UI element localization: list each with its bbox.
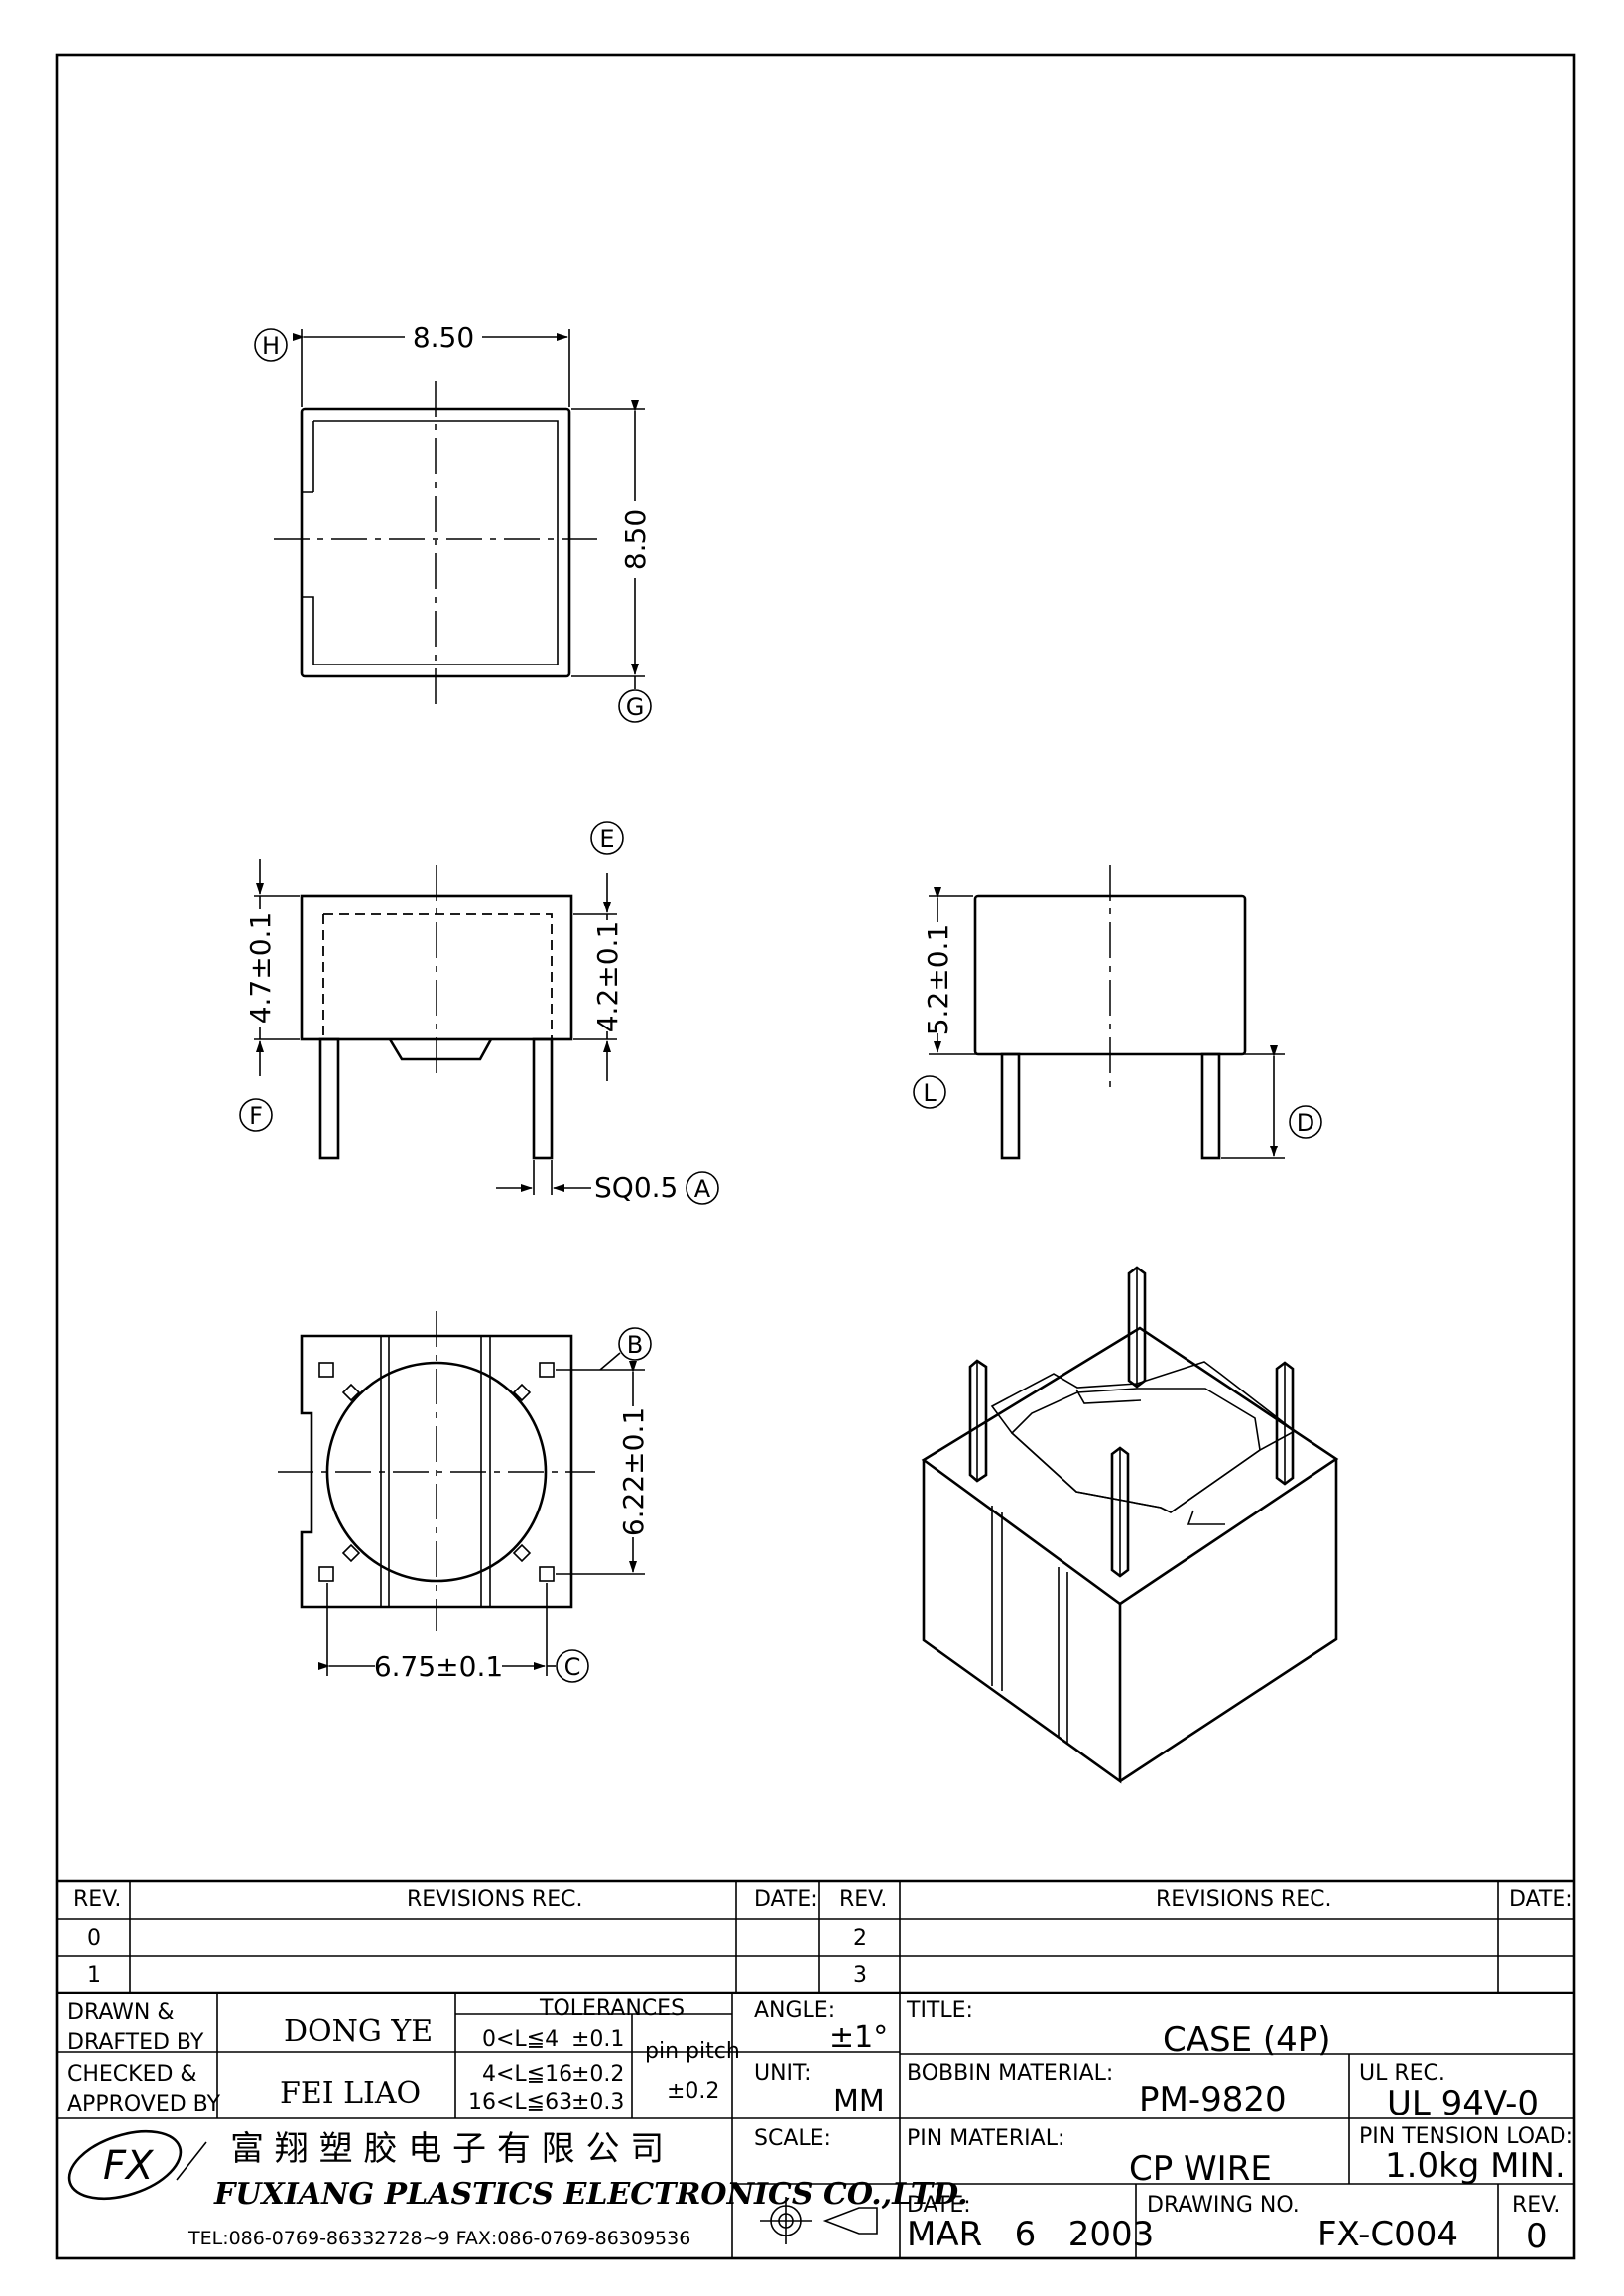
dim-bottom-pin-spacing-y: 6.22±0.1 [617,1407,650,1536]
sheet-border [55,53,1576,2260]
dim-pin-size: SQ0.5 [594,1171,678,1204]
pin-pitch-value: ±0.2 [667,2079,720,2104]
checked-label: CHECKED & APPROVED BY [67,2062,221,2116]
bottom-view: 6.22±0.1 B 6.75±0.1 C [278,1311,652,1684]
rev-row-2: 2 [853,1926,867,1951]
tol-value-0: ±0.1 [571,2027,625,2052]
angle-value: ±1° [829,2020,889,2055]
dim-bottom-pin-spacing-x: 6.75±0.1 [374,1650,503,1683]
date-header-right: DATE: [1509,1887,1573,1912]
dim-front-height: 4.7±0.1 [244,912,277,1025]
pin-tension-value: 1.0kg MIN. [1385,2146,1565,2186]
date-header-left: DATE: [754,1887,818,1912]
bobbin-material-label: BOBBIN MATERIAL: [907,2061,1114,2086]
datum-h: H [262,332,280,360]
front-view: 4.7±0.1 4.2±0.1 E F SQ0.5 A [239,821,719,1205]
title-label: TITLE: [907,1998,973,2023]
rev-header-right: REV. [839,1887,888,1912]
tol-range-2: 16<L≦63 [468,2090,573,2115]
datum-a: A [694,1175,711,1203]
tolerances-label: TOLERANCES [540,1996,686,2021]
tol-value-1: ±0.2 [571,2062,625,2087]
pin-tension-label: PIN TENSION LOAD: [1359,2124,1574,2149]
drawn-by-value: DONG YE [284,2014,434,2049]
rev-label: REV. [1512,2193,1561,2218]
tol-range-1: 4<L≦16 [482,2062,573,2087]
scale-label: SCALE: [754,2126,831,2151]
company-contact: TEL:086-0769-86332728~9 FAX:086-0769-863… [188,2228,691,2249]
angle-label: ANGLE: [754,1998,836,2023]
drawn-label: DRAWN & DRAFTED BY [67,2000,204,2055]
pin-material-value: CP WIRE [1129,2149,1272,2189]
datum-g: G [626,693,645,721]
datum-c: C [564,1653,581,1681]
datum-e: E [599,825,614,853]
bobbin-material-value: PM-9820 [1139,2080,1287,2119]
rev-row-3: 3 [853,1963,867,1988]
rev-row-0: 0 [87,1926,101,1951]
pin-pitch-label: pin pitch [645,2039,740,2064]
datum-b: B [627,1331,643,1359]
datum-f: F [249,1102,263,1130]
top-view: 8.50 8.50 H G [254,319,653,723]
checked-by-value: FEI LIAO [280,2076,422,2111]
date-value: MAR 6 2003 [907,2215,1155,2254]
datum-d: D [1297,1109,1314,1137]
drawing-no-value: FX-C004 [1317,2215,1459,2254]
pin-material-label: PIN MATERIAL: [907,2126,1065,2151]
dim-top-width: 8.50 [413,321,474,354]
company-name-cn: 富 翔 塑 胶 电 子 有 限 公 司 [230,2129,665,2169]
title-value: CASE (4P) [1163,2020,1331,2060]
rev-value: 0 [1526,2217,1548,2256]
company-name-en: FUXIANG PLASTICS ELECTRONICS CO.,LTD. [214,2177,968,2212]
ul-rec-value: UL 94V-0 [1387,2084,1540,2123]
side-view: 5.2±0.1 L D [913,865,1322,1160]
title-block-grid: FX [57,1879,1574,2258]
ul-rec-label: UL REC. [1359,2061,1445,2086]
datum-l: L [923,1079,937,1107]
dim-front-inner-height: 4.2±0.1 [591,921,624,1033]
drawing-no-label: DRAWING NO. [1147,2193,1300,2218]
tol-value-2: ±0.3 [571,2090,625,2115]
fx-logo-text: FX [103,2143,155,2189]
unit-value: MM [833,2084,885,2118]
dim-top-height: 8.50 [619,509,652,570]
dim-side-height: 5.2±0.1 [922,924,954,1036]
date-label: DATE: [907,2193,971,2218]
rev-header-left: REV. [73,1887,122,1912]
rev-row-1: 1 [87,1963,101,1988]
revisions-rec-header-right: REVISIONS REC. [1156,1887,1332,1912]
tol-range-0: 0<L≦4 [482,2027,560,2052]
unit-label: UNIT: [754,2061,812,2086]
fx-logo-icon [67,2130,183,2200]
revisions-rec-header-left: REVISIONS REC. [407,1887,583,1912]
isometric-view [921,1266,1339,1784]
